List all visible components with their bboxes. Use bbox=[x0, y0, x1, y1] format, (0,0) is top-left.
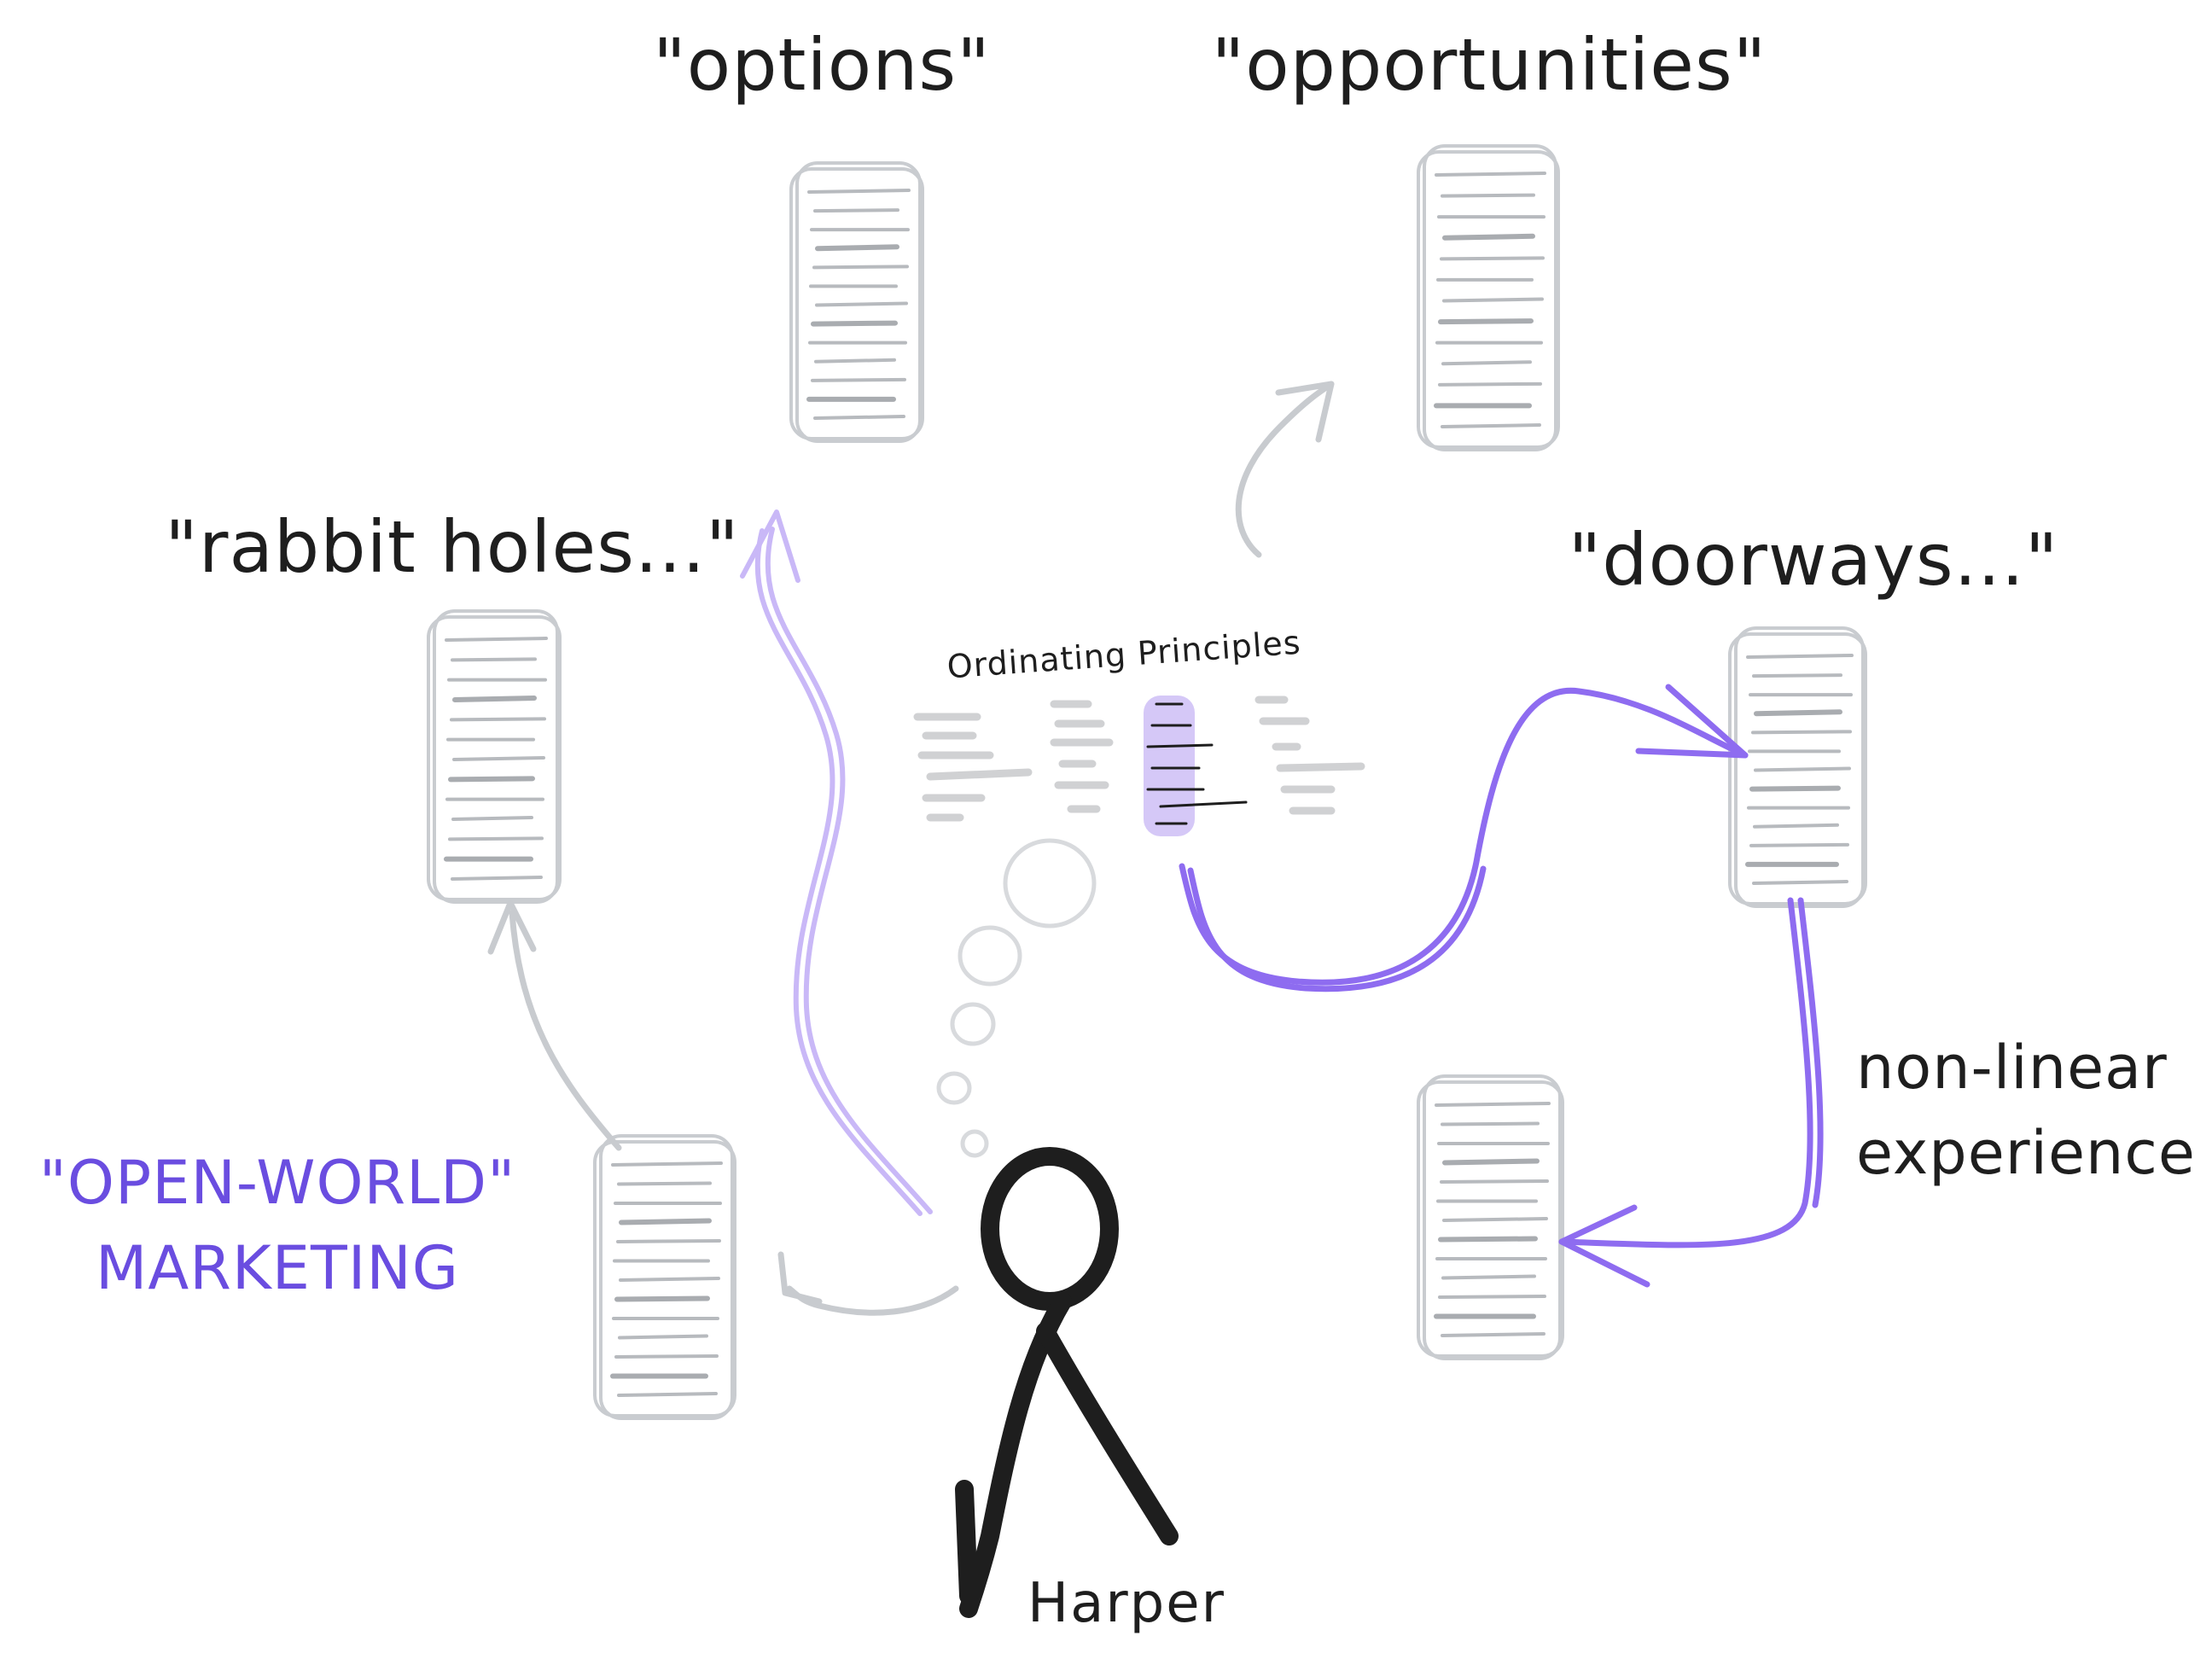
opportunities-card bbox=[1417, 144, 1560, 451]
document-cards bbox=[427, 144, 1867, 1420]
stick-figure-icon bbox=[955, 1147, 1179, 1618]
arrow-non-linear bbox=[1558, 897, 1824, 1288]
options-label: "options" bbox=[653, 23, 991, 107]
doorways-label: "doorways..." bbox=[1569, 518, 2059, 602]
open-world-card bbox=[593, 1134, 736, 1420]
open-world-label-line1: "OPEN-WORLD" bbox=[39, 1148, 516, 1218]
open-world-label-line2: MARKETING bbox=[96, 1233, 459, 1303]
arrow-to-opportunities bbox=[1235, 381, 1335, 558]
arrow-to-options bbox=[740, 509, 933, 1216]
non-linear-card bbox=[1417, 1074, 1564, 1360]
ordinating-principles-columns bbox=[913, 696, 1365, 836]
ordinating-principles-label: Ordinating Principles bbox=[946, 624, 1302, 686]
arrow-to-open-world-card bbox=[777, 1251, 959, 1316]
opportunities-label: "opportunities" bbox=[1212, 23, 1767, 107]
person-name-label: Harper bbox=[1027, 1572, 1225, 1635]
arrow-to-doorways bbox=[1179, 684, 1749, 992]
options-card bbox=[789, 161, 924, 443]
rabbit-holes-label: "rabbit holes..." bbox=[165, 505, 739, 589]
rabbit-holes-card bbox=[427, 609, 562, 904]
non-linear-label-line1: non-linear bbox=[1856, 1033, 2168, 1103]
non-linear-label-line2: experience bbox=[1856, 1118, 2196, 1188]
doorways-card bbox=[1728, 626, 1867, 908]
arrow-to-rabbit-holes bbox=[487, 899, 622, 1151]
thought-bubble-icon bbox=[936, 838, 1097, 1158]
